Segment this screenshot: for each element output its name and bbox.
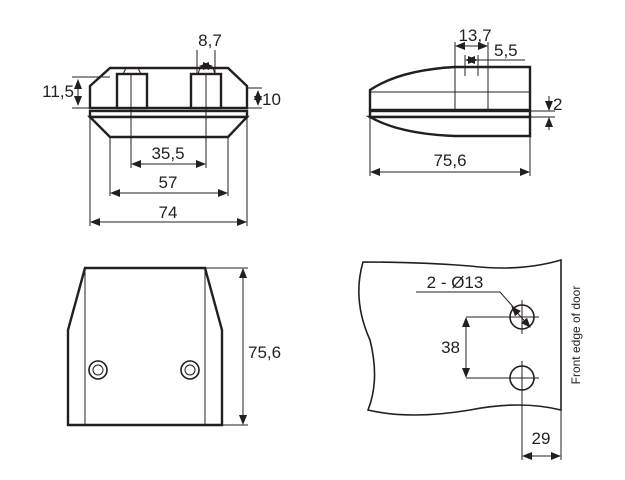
dim-height-right: 10 <box>262 90 281 109</box>
screw-icon <box>88 360 108 380</box>
dim-slot-2: 5,5 <box>494 41 518 60</box>
front-edge-label: Front edge of door <box>569 286 583 385</box>
front-view: 8,7 11,5 10 35,5 57 74 <box>42 31 281 226</box>
dim-slot-1: 13,7 <box>458 26 491 45</box>
door-view: 38 2 - Ø13 29 Front edge of door <box>358 258 583 460</box>
dim-slot-width: 8,7 <box>198 31 222 50</box>
top-view: 75,6 <box>66 266 281 427</box>
side-view: 13,7 5,5 2 75,6 <box>365 26 562 176</box>
dim-total-width: 74 <box>159 203 178 222</box>
dim-hole-spacing-door: 38 <box>441 338 460 357</box>
dim-gap: 2 <box>553 95 562 114</box>
dim-edge-distance: 29 <box>532 429 551 448</box>
dim-top-length: 75,6 <box>248 343 281 362</box>
dim-hole-diameter: 2 - Ø13 <box>427 273 484 292</box>
screw-icon <box>180 360 200 380</box>
dim-hole-spacing: 35,5 <box>151 144 184 163</box>
dim-height-left: 11,5 <box>42 82 74 101</box>
dim-bottom-width: 57 <box>159 173 178 192</box>
dim-side-length: 75,6 <box>433 151 466 170</box>
